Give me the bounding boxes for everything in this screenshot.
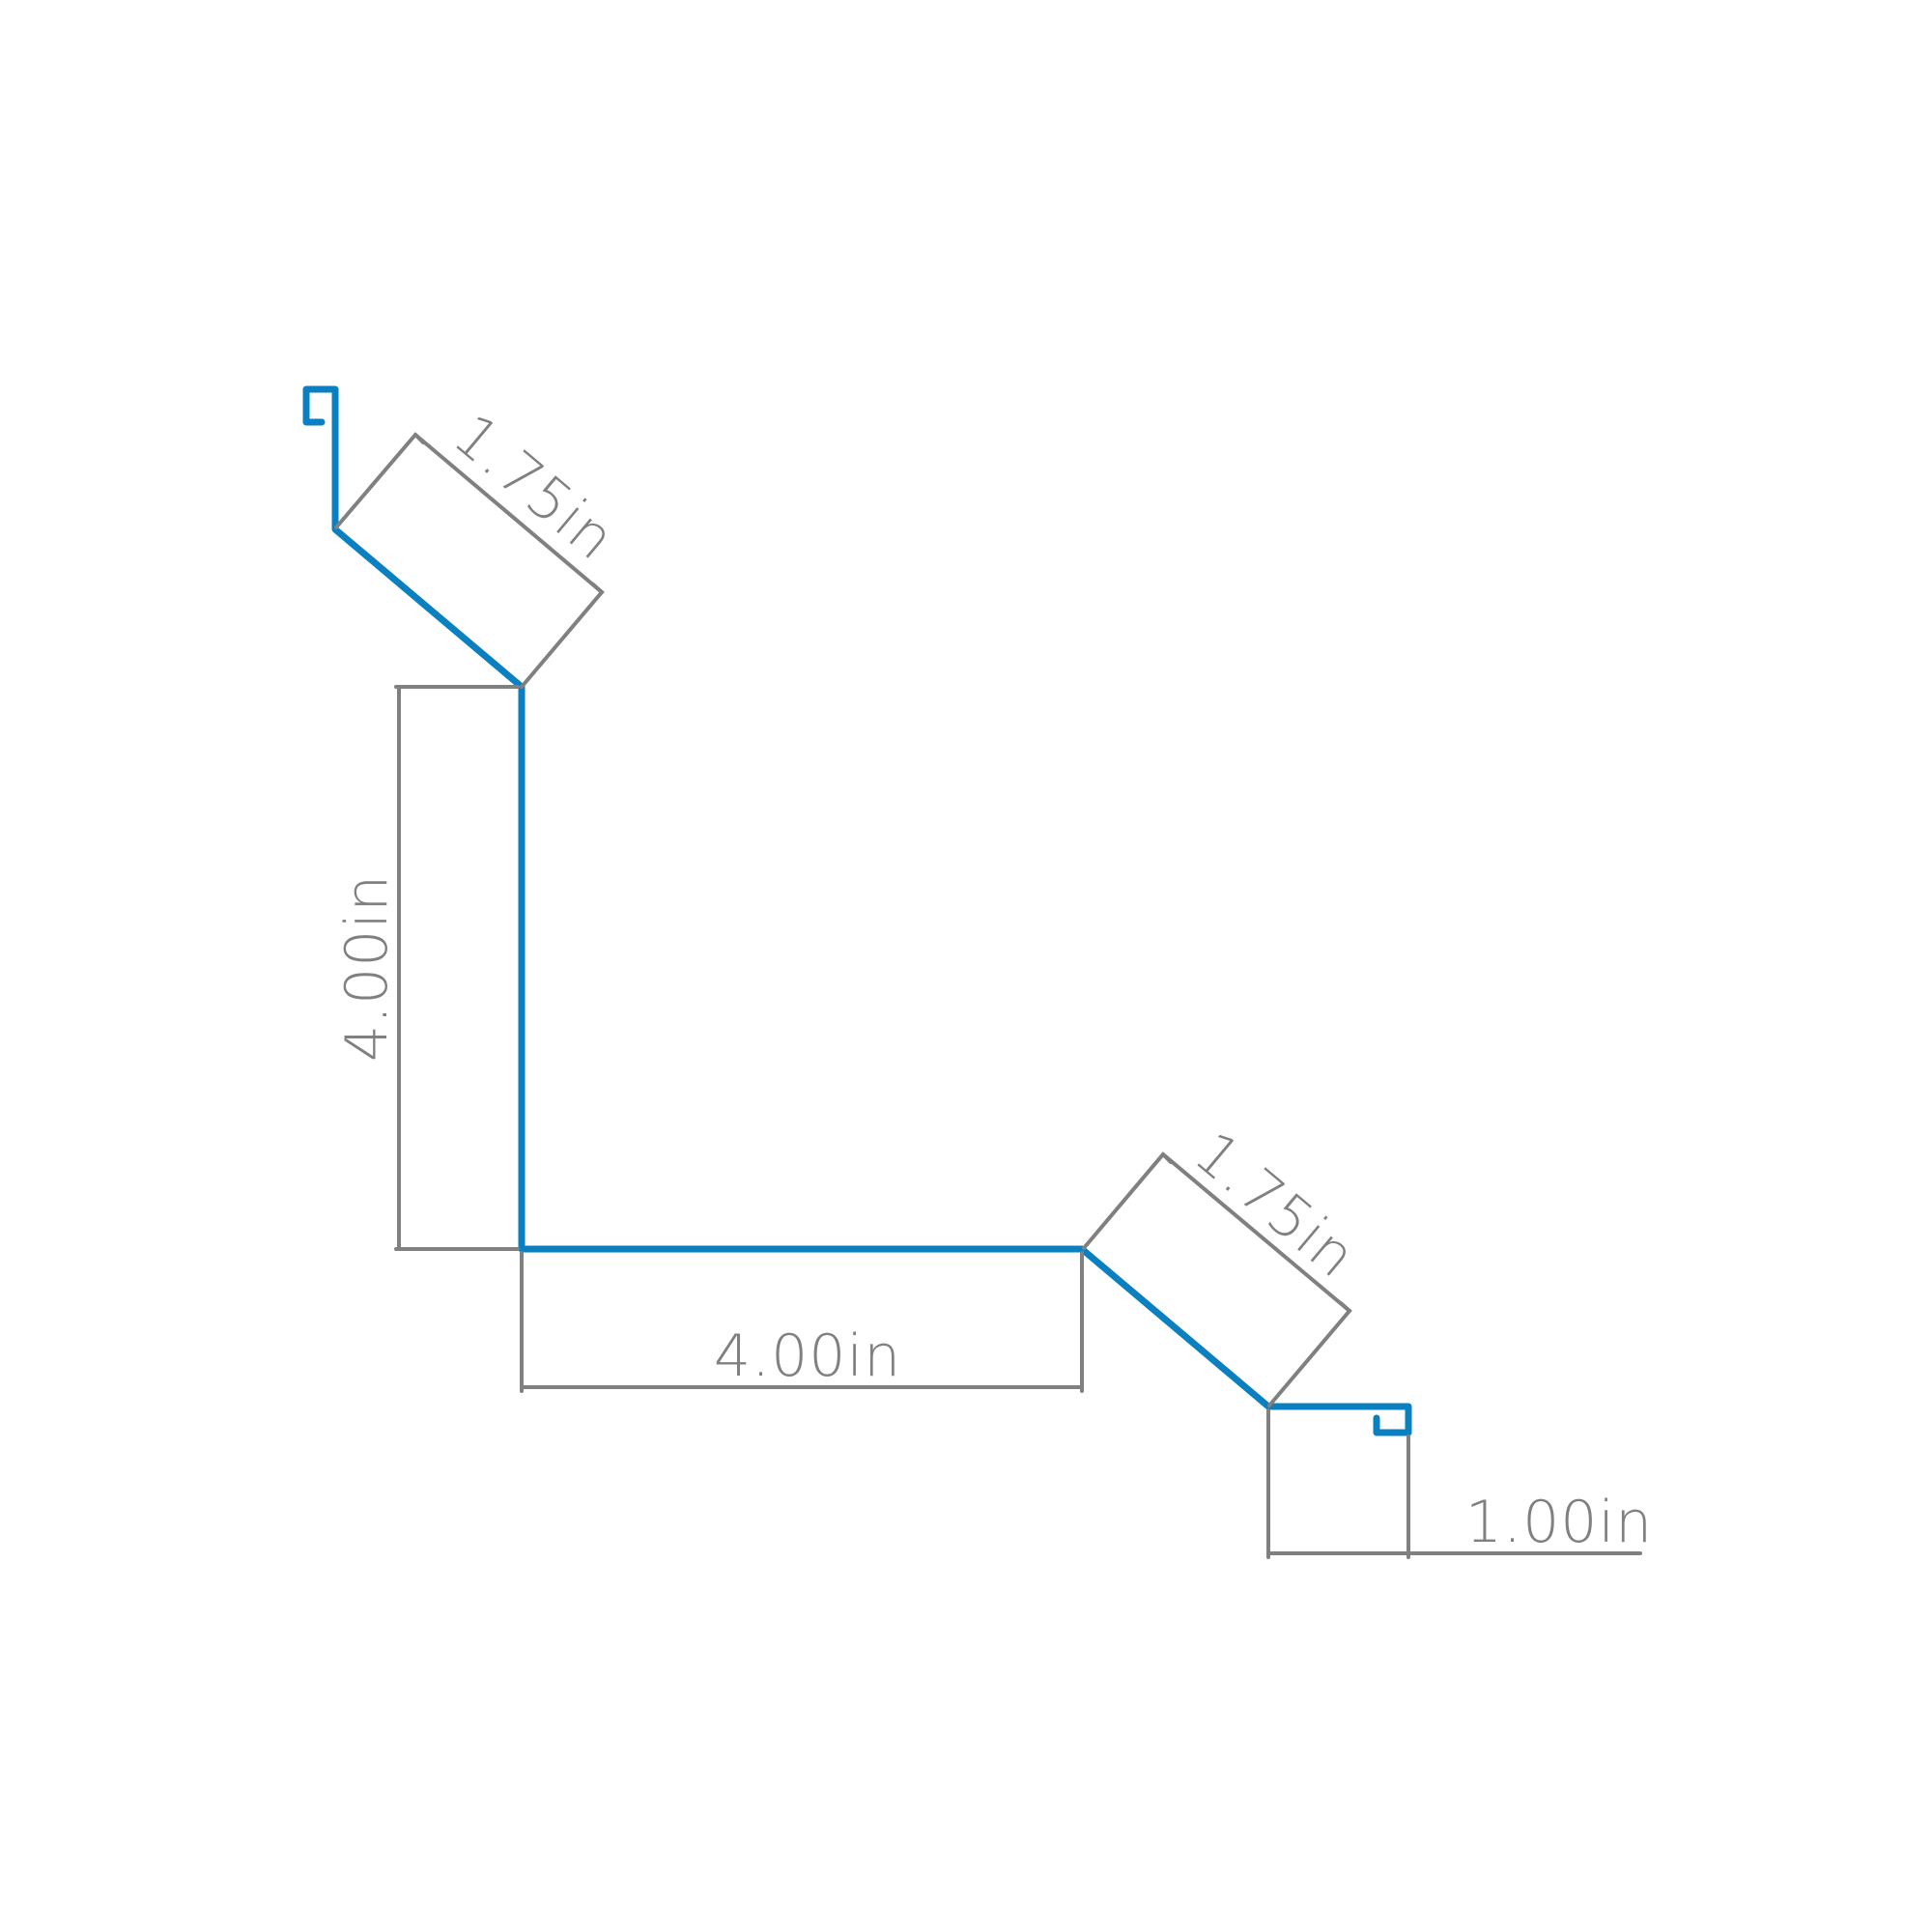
dimension-tick xyxy=(413,433,425,444)
dimension-tick xyxy=(1339,1301,1351,1313)
dimension-tick xyxy=(1161,1152,1173,1164)
dimension-vertical-leg: 4.00in xyxy=(333,685,520,1251)
dimension-label-bottom-leg: 4.00in xyxy=(714,1322,901,1390)
dimension-end-flange: 1.00in xyxy=(1266,1408,1653,1559)
flashing-profile-line xyxy=(302,385,1412,1436)
dimension-label-end-flange: 1.00in xyxy=(1465,1489,1653,1556)
dimension-line-top-angled-leg xyxy=(334,432,605,689)
dimension-lower-angled-leg: 1.75in xyxy=(1082,1119,1369,1407)
dimension-bottom-leg: 4.00in xyxy=(520,1251,1084,1393)
dimension-top-angled-leg: 1.75in xyxy=(334,401,628,689)
dimension-tick xyxy=(591,582,604,594)
dimension-label-top-angled-leg: 1.75in xyxy=(440,401,628,574)
dimension-label-vertical-leg: 4.00in xyxy=(333,874,401,1062)
dimension-line-lower-angled-leg xyxy=(1082,1151,1352,1407)
dimension-label-lower-angled-leg: 1.75in xyxy=(1181,1119,1369,1292)
